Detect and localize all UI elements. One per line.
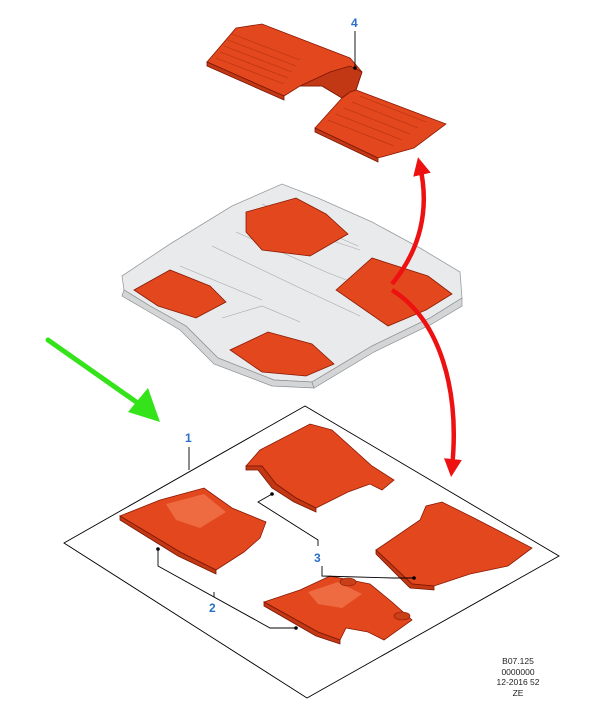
- rear-right-floor-mat: [263, 575, 413, 645]
- rear-left-floor-mat: [119, 487, 267, 575]
- stamp-line-1: B07.125: [502, 656, 534, 666]
- mat-set-frame: [63, 405, 560, 699]
- rear-floor-mat: [206, 23, 447, 163]
- drawing-reference-stamp: B07.125 0000000 12-2016 52 ZE: [483, 656, 553, 698]
- callout-3: 3: [257, 492, 416, 580]
- svg-text:4: 4: [351, 16, 358, 30]
- red-curved-arrow-icon: [390, 157, 462, 477]
- svg-text:3: 3: [314, 551, 321, 565]
- vehicle-floor-pan: [121, 183, 463, 389]
- front-left-floor-mat: [245, 423, 395, 513]
- stamp-line-4: ZE: [512, 687, 524, 698]
- callout-2: 2: [156, 547, 298, 630]
- svg-text:2: 2: [209, 601, 216, 615]
- callout-4: 4: [351, 16, 358, 70]
- stamp-line-2: 0000000: [501, 666, 535, 677]
- stamp-line-3: 12-2016 52: [496, 677, 540, 687]
- green-arrow-icon: [45, 337, 160, 422]
- callout-1: 1: [185, 431, 192, 470]
- front-right-floor-mat: [375, 501, 533, 591]
- svg-text:1: 1: [185, 431, 192, 445]
